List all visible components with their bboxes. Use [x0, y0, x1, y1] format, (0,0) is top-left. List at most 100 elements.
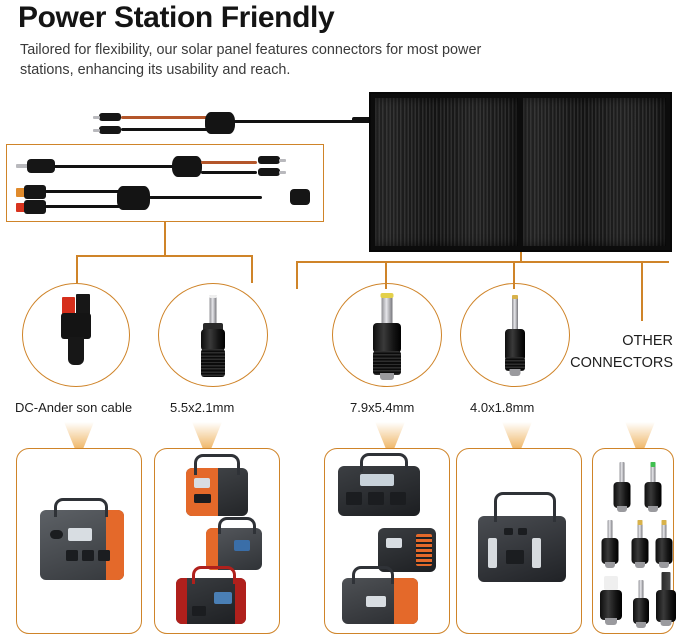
branch-left-drop-2	[251, 255, 253, 283]
plug-7954-shaft	[381, 295, 393, 325]
power-station-gray-orange	[40, 498, 124, 580]
ps1-outlet-2	[82, 550, 94, 561]
branch-right-stem	[520, 252, 522, 262]
plug-5521-shaft	[209, 295, 217, 325]
tip-silver-shaft	[619, 462, 625, 484]
branch-right-bar	[296, 261, 669, 263]
tip-square-lenovo	[597, 576, 625, 632]
ps3a-outlet-1	[346, 492, 362, 505]
arrow-down-other	[625, 422, 655, 462]
tip-silver	[610, 462, 634, 516]
tip-silver4-barrel	[633, 598, 649, 624]
tip-gold2-tip	[661, 520, 667, 525]
tip-gold-shaft	[637, 520, 643, 540]
ps1-screen	[68, 528, 92, 541]
power-station-black-large	[478, 492, 566, 582]
tip-silver-barrel	[613, 482, 631, 508]
arrow-down-anderson	[64, 422, 94, 462]
ps1-outlet-1	[66, 550, 78, 561]
connector-label-5521: 5.5x2.1mm	[170, 400, 235, 415]
panel-lead-wire	[352, 117, 372, 123]
mc4-pin-b	[93, 128, 100, 132]
ps3a-outlet-2	[368, 492, 384, 505]
other-connectors-line2: CONNECTORS	[570, 355, 673, 371]
power-station-orange-black	[186, 454, 248, 516]
ps3a-outlet-3	[390, 492, 406, 505]
kit-mc4-b	[258, 168, 280, 176]
barrel-plug-7954-icon	[357, 291, 417, 385]
ps4-outlet	[506, 550, 524, 564]
plug-5521-collar	[203, 323, 223, 331]
tip-silver2-barrel	[601, 538, 619, 564]
barrel-plug-4018-icon	[487, 293, 543, 383]
connector-label-anderson: DC-Ander son cable	[15, 400, 133, 415]
power-station-gray-orange-handle	[342, 566, 418, 624]
page-title: Power Station Friendly	[18, 1, 335, 34]
kit-mc4-a	[258, 156, 280, 164]
ps1-ac-port	[50, 530, 63, 539]
tip-silver2-shaft	[607, 520, 613, 540]
ps4-handle	[494, 492, 556, 522]
plug-7954-ridges	[373, 351, 401, 375]
ps2c-outlet	[192, 606, 206, 616]
kit-anderson-orange	[16, 188, 25, 197]
tip-square-barrel	[600, 590, 622, 620]
branch-left-bar	[76, 255, 252, 257]
mc4-head-b	[99, 126, 121, 134]
tip-gold-base	[635, 562, 645, 568]
arrow-down-7954	[375, 422, 405, 462]
kit-anderson-body-b	[24, 200, 46, 214]
kit-anderson-red	[16, 203, 25, 212]
ps3c-handle	[352, 566, 394, 584]
kit-dc-pin	[16, 164, 28, 168]
plug-5521-ridges	[201, 349, 225, 377]
tip-silver4-shaft	[638, 580, 644, 600]
tip-silver-base	[617, 506, 627, 512]
ps3c-screen	[366, 596, 386, 607]
kit-wire-2a	[45, 190, 120, 193]
ps4-port-2	[518, 528, 527, 535]
anderson-body	[61, 313, 91, 339]
tip-gold-2	[652, 520, 676, 572]
tip-gold	[628, 520, 652, 572]
branch-right-drop-2	[385, 261, 387, 289]
connector-circle-5521	[158, 283, 268, 387]
mc4-lead-black	[121, 128, 210, 131]
kit-female-ridges	[0, 0, 16, 18]
kit-splitter-2	[117, 186, 150, 210]
other-connectors-line1: OTHER	[622, 333, 673, 349]
ps2c-side-right	[235, 578, 246, 624]
cable-kit-box	[6, 144, 324, 222]
plug-7954-barrel	[373, 323, 401, 353]
connector-circle-4018	[460, 283, 570, 387]
ps3a-screen	[360, 474, 394, 486]
ps1-handle	[54, 498, 108, 517]
other-connectors-label: OTHER CONNECTORS	[570, 330, 673, 374]
ps1-outlet-3	[98, 550, 110, 561]
ps1-side-panel	[106, 510, 124, 580]
connector-circle-7954	[332, 283, 442, 387]
tip-silver-2	[598, 520, 622, 572]
plug-5521-barrel	[201, 329, 225, 351]
ps2c-side-left	[176, 578, 187, 624]
plug-4018-tip	[512, 295, 518, 299]
tip-green-base	[648, 506, 658, 512]
ps2b-screen	[234, 540, 250, 551]
power-station-black-display	[338, 453, 420, 516]
ps2a-outlet	[194, 494, 211, 503]
branch-right-drop-3	[513, 261, 515, 289]
arrow-down-5521	[192, 422, 222, 462]
tip-green	[641, 462, 665, 516]
plug-7954-tip	[380, 293, 394, 298]
mc4-lead-red	[121, 116, 210, 119]
ps3b-vent	[416, 534, 432, 566]
tip-green-tip	[650, 462, 656, 467]
kit-anderson-body-a	[24, 185, 46, 199]
tip-wide-barrel	[656, 590, 676, 622]
branch-right-drop-4	[641, 261, 643, 321]
kit-wire-1	[54, 164, 174, 168]
solar-panel-half-left	[375, 98, 518, 246]
tip-gold2-base	[659, 562, 669, 568]
barrel-plug-5521-icon	[183, 293, 243, 383]
